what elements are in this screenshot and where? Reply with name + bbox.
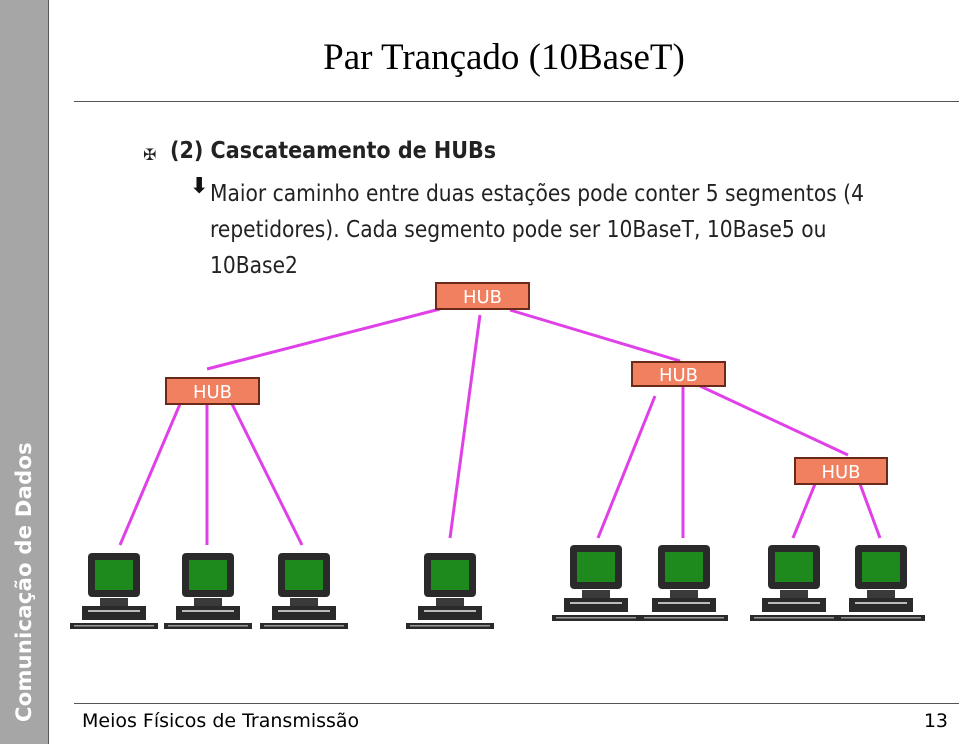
link-top-center bbox=[448, 314, 482, 539]
arrow-down-icon: ⬇ bbox=[190, 174, 209, 199]
link-farright-pc7 bbox=[791, 483, 817, 539]
bottom-divider bbox=[74, 703, 959, 704]
computer-icon bbox=[750, 545, 838, 621]
footer-text: Meios Físicos de Transmissão bbox=[82, 710, 360, 732]
sidebar: Comunicação de Dados bbox=[0, 0, 49, 744]
link-left-pc1 bbox=[118, 403, 182, 546]
link-right-pc5 bbox=[596, 395, 657, 539]
link-left-pc3 bbox=[230, 403, 304, 546]
hub-right: HUB bbox=[631, 361, 726, 387]
computer-icon bbox=[640, 545, 728, 621]
hub-left-label: HUB bbox=[193, 382, 232, 403]
computer-icon bbox=[837, 545, 925, 621]
link-top-right bbox=[509, 308, 681, 363]
top-divider bbox=[74, 101, 959, 102]
hub-far-right-label: HUB bbox=[821, 462, 860, 483]
links bbox=[118, 307, 882, 546]
computer-icon bbox=[406, 553, 494, 629]
hub-left: HUB bbox=[165, 377, 260, 405]
computer-icon bbox=[164, 553, 252, 629]
bullet-body: Maior caminho entre duas estações pode c… bbox=[210, 181, 864, 279]
computer-icon bbox=[70, 553, 158, 629]
hub-top: HUB bbox=[435, 282, 530, 310]
hub-far-right: HUB bbox=[794, 457, 888, 485]
hub-right-label: HUB bbox=[659, 365, 698, 386]
bullet-heading: (2) Cascateamento de HUBs bbox=[170, 138, 497, 164]
slide-title: Par Trançado (10BaseT) bbox=[323, 37, 685, 78]
link-farright-pc8 bbox=[858, 483, 882, 539]
computer-icon bbox=[260, 553, 348, 629]
link-top-left bbox=[206, 307, 441, 371]
cross-bullet-icon: ✠ bbox=[143, 145, 157, 164]
page-number: 13 bbox=[923, 710, 948, 732]
link-right-farright bbox=[699, 384, 849, 457]
hub-top-label: HUB bbox=[463, 287, 502, 308]
computer-icon bbox=[552, 545, 640, 621]
